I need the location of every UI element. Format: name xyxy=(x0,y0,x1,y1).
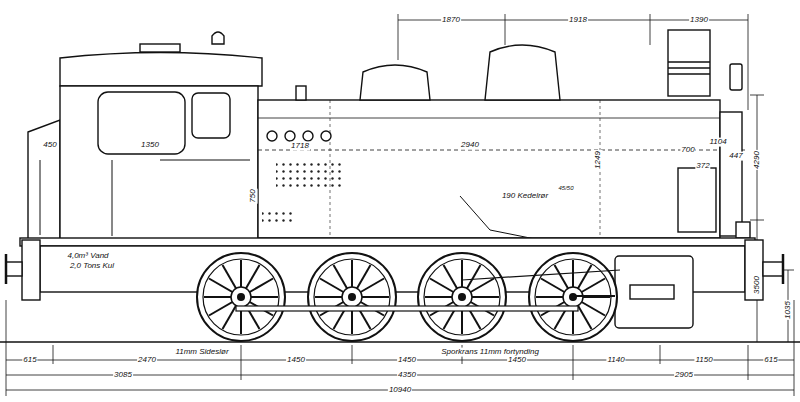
dimension-label: 10940 xyxy=(388,386,412,395)
dimension-label: 1140 xyxy=(606,356,625,365)
dimension-label: 1035 xyxy=(784,300,793,320)
dimension-label: 2,0 Tons Kul xyxy=(69,262,115,271)
dimension-label: 372 xyxy=(695,162,710,171)
dimension-label: 1450 xyxy=(397,356,417,365)
dimension-label: 615 xyxy=(763,356,778,365)
dimension-label: 3085 xyxy=(113,371,133,380)
dimension-label: 1104 xyxy=(708,138,727,147)
dimension-label: 4290 xyxy=(753,150,762,170)
dimension-label: 450 xyxy=(42,141,57,150)
dimension-label: 2905 xyxy=(674,371,694,380)
rail-line xyxy=(0,341,800,343)
dimension-label: 2940 xyxy=(460,141,480,150)
dimension-label: 1350 xyxy=(140,141,160,150)
dimension-label: 190 Kedelrør xyxy=(501,192,549,201)
dimension-label: 1870 xyxy=(441,16,461,25)
dimension-label: 1150 xyxy=(694,356,713,365)
dimension-label: 1450 xyxy=(507,356,527,365)
dimension-label: 1718 xyxy=(290,142,310,151)
dimension-label: 45/50 xyxy=(557,185,574,192)
dimension-label: 1450 xyxy=(286,356,306,365)
dimension-label: 2470 xyxy=(137,356,157,365)
dimension-label: 3500 xyxy=(753,275,762,295)
wheels xyxy=(197,253,620,341)
boiler xyxy=(258,30,750,240)
dimension-label: 700 xyxy=(680,146,695,155)
dimension-label: 4,0m³ Vand xyxy=(66,252,109,261)
dimension-label: 4350 xyxy=(397,371,417,380)
dimension-label: 750 xyxy=(249,188,258,203)
dimension-lines xyxy=(6,14,794,396)
dimension-label: 1249 xyxy=(594,150,603,170)
dimension-label: 1918 xyxy=(568,16,588,25)
dimension-label: 11mm Sideslør xyxy=(174,348,229,357)
dimension-label: 615 xyxy=(22,356,37,365)
dimension-label: 1390 xyxy=(689,16,709,25)
dimension-label: 447 xyxy=(728,152,743,161)
